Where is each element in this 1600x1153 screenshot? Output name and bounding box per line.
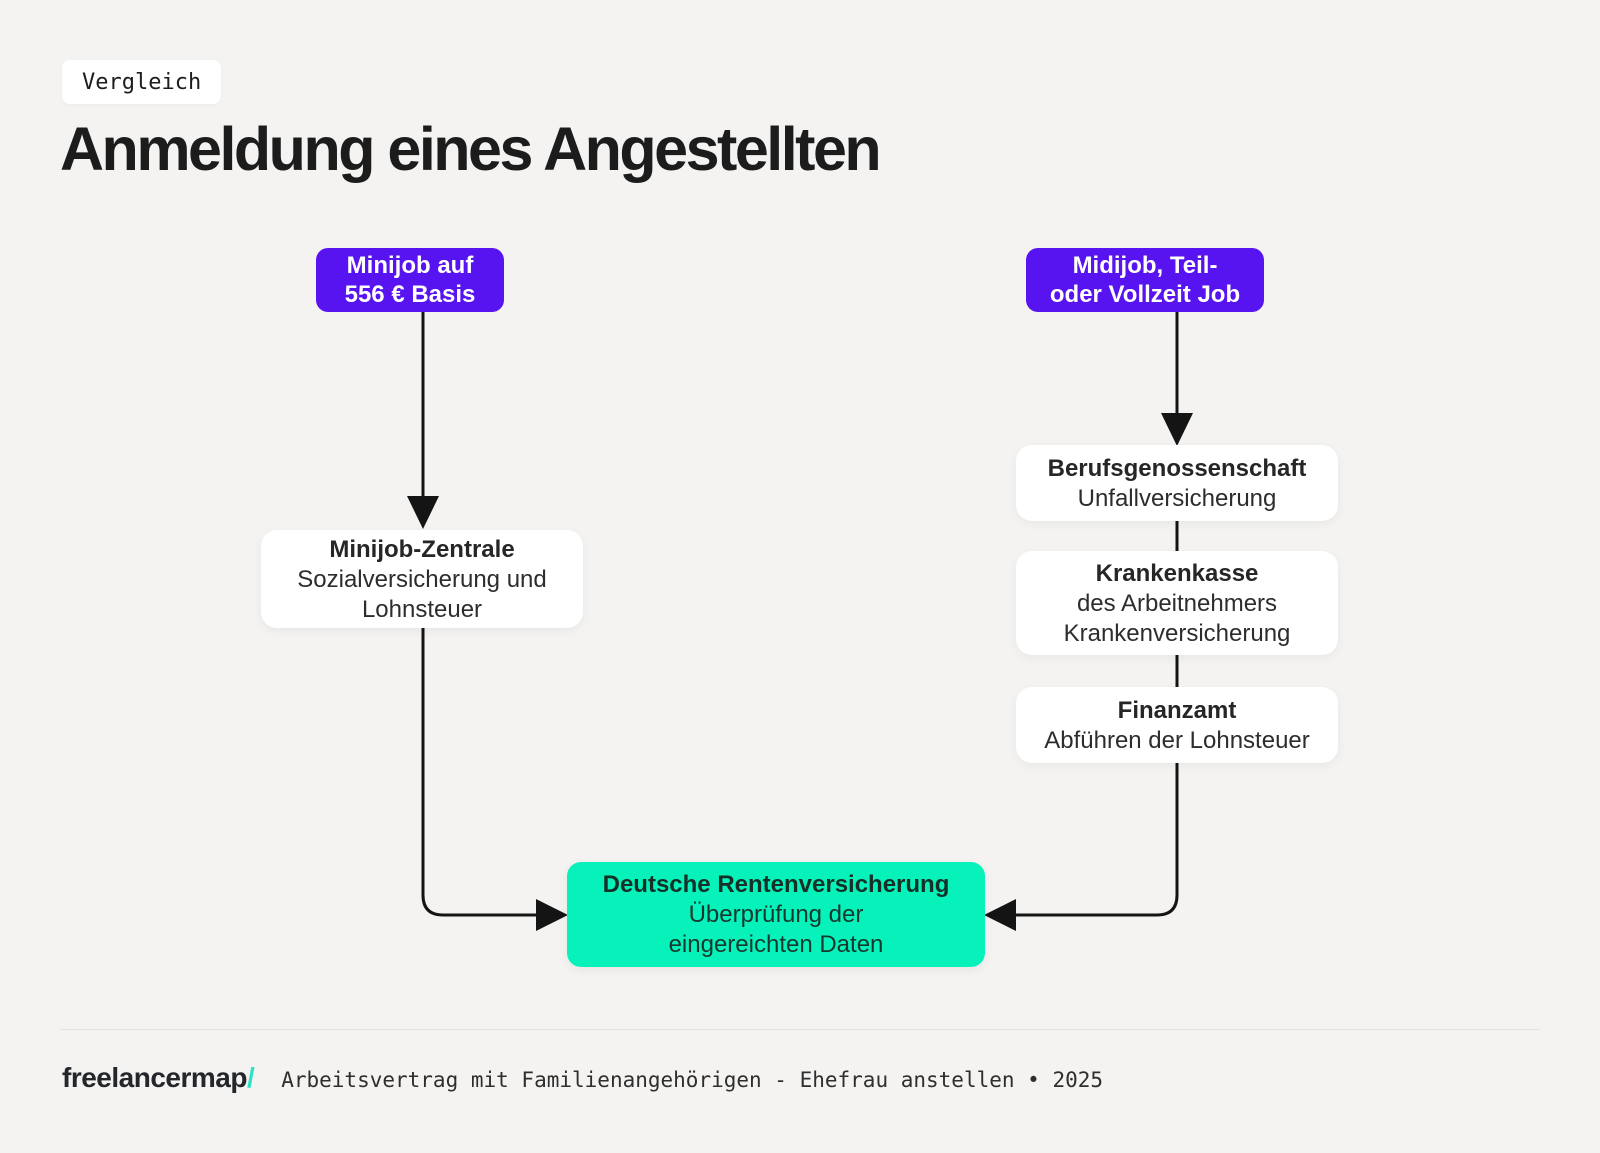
freelancermap-logo-slash: / [246,1062,255,1093]
result-node-deutsche-rentenversicherung: Deutsche Rentenversicherung Überprüfung … [567,862,985,967]
footer-caption: Arbeitsvertrag mit Familienangehörigen -… [281,1068,1104,1092]
result-title: Deutsche Rentenversicherung [602,871,950,898]
step-node-finanzamt: Finanzamt Abführen der Lohnsteuer [1016,687,1338,763]
step-subtitle: Sozialversicherung und Lohnsteuer [297,565,547,623]
start-node-minijob-label: Minijob auf 556 € Basis [344,252,476,308]
step-subtitle: des Arbeitnehmers Krankenversicherung [1063,589,1291,647]
footer-divider [60,1029,1540,1030]
arrowhead-left-into-result [984,899,1016,931]
step-subtitle: Unfallversicherung [1077,484,1277,512]
category-badge-label: Vergleich [82,69,202,95]
step-node-krankenkasse: Krankenkasse des Arbeitnehmers Krankenve… [1016,551,1338,655]
result-subtitle: Überprüfung der eingereichten Daten [668,901,884,958]
freelancermap-logo-text: freelancermap [62,1062,247,1093]
step-node-minijob-zentrale: Minijob-Zentrale Sozialversicherung und … [261,530,583,628]
step-title: Minijob-Zentrale [329,535,515,563]
footer: freelancermap/ Arbeitsvertrag mit Famili… [62,1062,1540,1094]
page-title: Anmeldung eines Angestellten [60,115,882,183]
start-node-midijob: Midijob, Teil- oder Vollzeit Job [1026,248,1264,312]
freelancermap-logo: freelancermap/ [62,1062,255,1094]
category-badge: Vergleich [62,60,222,104]
connector-left-elbow [421,628,536,917]
arrowhead-down-left [407,496,439,529]
step-title: Berufsgenossenschaft [1047,454,1307,482]
step-title: Krankenkasse [1095,559,1259,587]
step-node-berufsgenossenschaft: Berufsgenossenschaft Unfallversicherung [1016,445,1338,521]
start-node-midijob-label: Midijob, Teil- oder Vollzeit Job [1049,252,1241,308]
start-node-minijob: Minijob auf 556 € Basis [316,248,504,312]
arrowhead-down-right [1161,413,1193,446]
step-subtitle: Abführen der Lohnsteuer [1044,726,1310,754]
step-title: Finanzamt [1117,696,1237,724]
arrowhead-right-into-result [536,899,568,931]
connector-right-elbow [1016,763,1179,917]
